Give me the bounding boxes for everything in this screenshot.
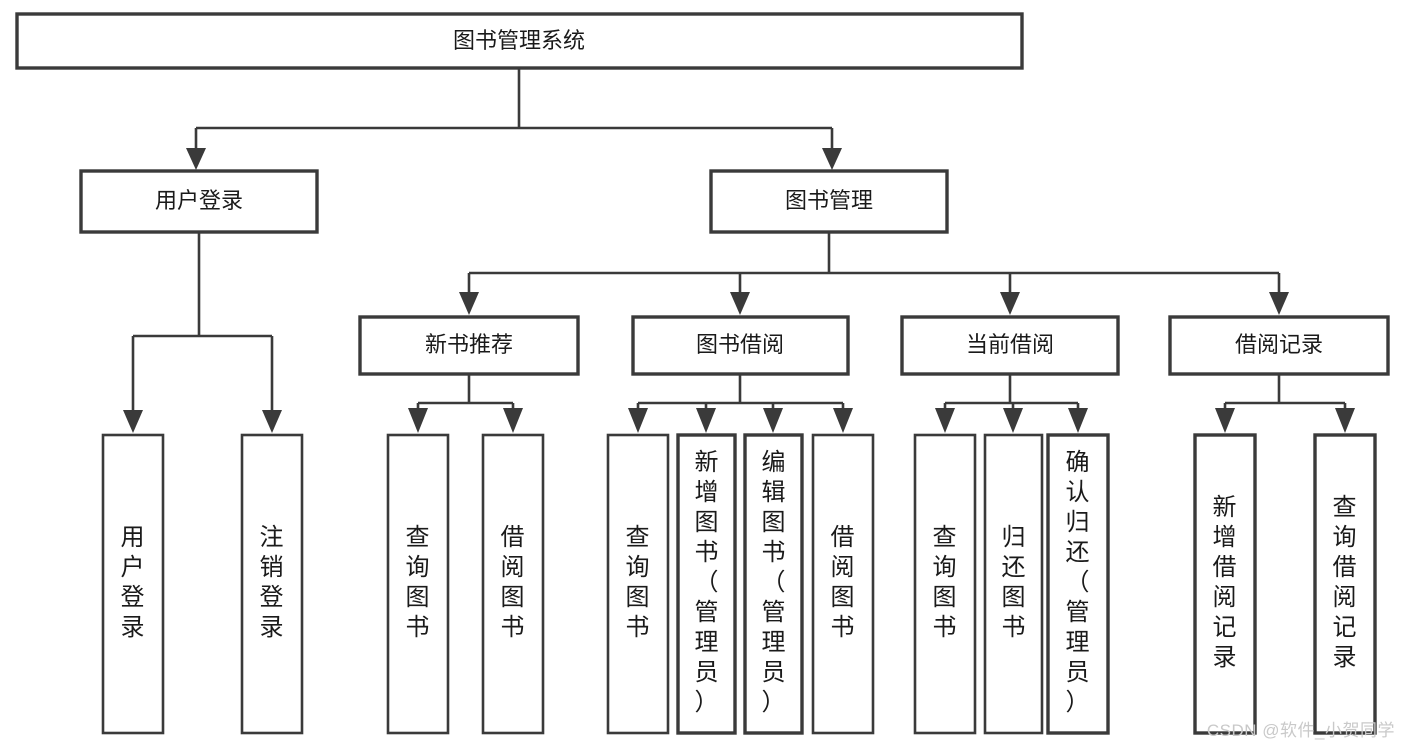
book-management-label: 图书管理 (785, 188, 873, 213)
node-leaf-logout[interactable]: 注销登录 (240, 433, 304, 735)
leaf-label: 归还图书 (1002, 524, 1027, 641)
leaf-box (386, 433, 450, 735)
connectors-records-to-leaves (1215, 374, 1355, 433)
node-leaf-return-book[interactable]: 归还图书 (983, 433, 1044, 735)
leaf-box (240, 433, 304, 735)
node-new-book-recommend[interactable]: 新书推荐 (358, 315, 580, 376)
leaf-label: 借阅图书 (831, 524, 856, 641)
leaf-label: 编辑图书（管理员） (762, 449, 787, 716)
connectors-bookmgmt-to-level3 (459, 232, 1289, 315)
leaf-label: 新增借阅记录 (1213, 494, 1238, 671)
current-borrow-label: 当前借阅 (966, 332, 1054, 357)
root-box (15, 12, 1024, 70)
node-leaf-borrow-book-recommend[interactable]: 借阅图书 (481, 433, 545, 735)
leaf-label: 注销登录 (260, 524, 285, 641)
leaf-box (983, 433, 1044, 735)
connectors-borrow-to-leaves (628, 374, 853, 433)
connectors-current-to-leaves (935, 374, 1088, 433)
leaf-box (606, 433, 670, 735)
node-leaf-confirm-return-admin[interactable]: 确认归还（管理员） (1046, 433, 1110, 735)
leaf-box (101, 433, 165, 735)
connectors-userlogin-to-leaves (123, 232, 282, 433)
leaf-box (1046, 433, 1110, 735)
node-leaf-user-login[interactable]: 用户登录 (101, 433, 165, 735)
node-current-borrow[interactable]: 当前借阅 (900, 315, 1120, 376)
book-borrow-label: 图书借阅 (696, 332, 784, 357)
root-label: 图书管理系统 (453, 28, 585, 53)
leaf-box (481, 433, 545, 735)
book-borrow-box (631, 315, 850, 376)
new-book-recommend-label: 新书推荐 (425, 332, 513, 357)
leaf-label: 用户登录 (121, 524, 146, 641)
node-root-book-management-system[interactable]: 图书管理系统 (15, 12, 1024, 70)
user-login-box (79, 169, 319, 234)
leaf-label: 查询图书 (406, 524, 431, 641)
leaf-label: 查询借阅记录 (1333, 494, 1358, 671)
leaf-box (1313, 433, 1377, 735)
leaf-box (913, 433, 977, 735)
node-leaf-query-book-current[interactable]: 查询图书 (913, 433, 977, 735)
node-leaf-query-book-borrow[interactable]: 查询图书 (606, 433, 670, 735)
node-leaf-edit-book-admin[interactable]: 编辑图书（管理员） (743, 433, 804, 735)
node-user-login[interactable]: 用户登录 (79, 169, 319, 234)
node-leaf-add-book-admin[interactable]: 新增图书（管理员） (676, 433, 737, 735)
node-leaf-borrow-book[interactable]: 借阅图书 (811, 433, 875, 735)
leaf-label: 新增图书（管理员） (695, 449, 720, 716)
leaf-box (676, 433, 737, 735)
book-management-box (709, 169, 949, 234)
borrow-records-box (1168, 315, 1390, 376)
node-leaf-query-borrow-record[interactable]: 查询借阅记录 (1313, 433, 1377, 735)
user-login-label: 用户登录 (155, 188, 243, 213)
node-book-management[interactable]: 图书管理 (709, 169, 949, 234)
connectors-root-to-level2 (186, 68, 842, 170)
new-book-recommend-box (358, 315, 580, 376)
leaf-box (811, 433, 875, 735)
connectors-newbook-to-leaves (408, 374, 523, 433)
node-borrow-records[interactable]: 借阅记录 (1168, 315, 1390, 376)
leaf-label: 查询图书 (626, 524, 651, 641)
node-book-borrow[interactable]: 图书借阅 (631, 315, 850, 376)
node-leaf-query-book-recommend[interactable]: 查询图书 (386, 433, 450, 735)
leaf-box (1193, 433, 1257, 735)
borrow-records-label: 借阅记录 (1235, 332, 1323, 357)
current-borrow-box (900, 315, 1120, 376)
leaf-label: 查询图书 (933, 524, 958, 641)
leaf-label: 确认归还（管理员） (1066, 449, 1091, 716)
node-leaf-add-borrow-record[interactable]: 新增借阅记录 (1193, 433, 1257, 735)
leaf-box (743, 433, 804, 735)
leaf-label: 借阅图书 (501, 524, 526, 641)
